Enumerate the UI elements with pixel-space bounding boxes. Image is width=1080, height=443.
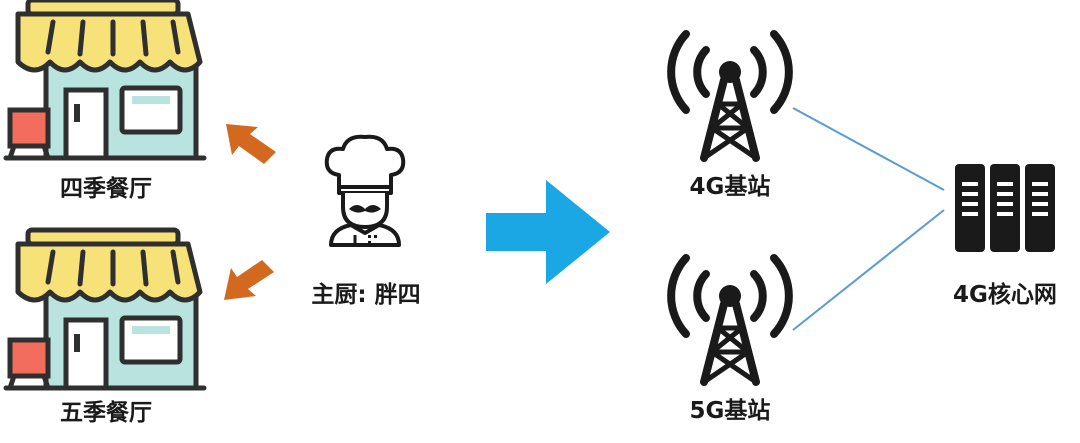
core-network-label: 4G核心网 <box>953 281 1057 308</box>
cell-tower-icon <box>671 34 789 158</box>
tower-label-4g: 4G基站 <box>690 174 771 200</box>
connector-4g-core <box>792 107 945 191</box>
shop-label-1: 四季餐厅 <box>60 176 152 202</box>
blue-arrow-right <box>486 180 610 284</box>
orange-arrow-up-left <box>226 124 276 164</box>
connector-5g-core <box>792 209 945 331</box>
restaurant-storefront-icon <box>6 230 204 388</box>
chef-label: 主厨: 胖四 <box>311 281 420 308</box>
cell-tower-icon <box>671 258 789 382</box>
chef-icon <box>324 134 406 247</box>
orange-arrow-down-left <box>224 260 274 300</box>
tower-label-5g: 5G基站 <box>690 398 771 424</box>
server-rack-icon <box>955 164 1055 252</box>
restaurant-storefront-icon <box>6 0 204 158</box>
shop-label-2: 五季餐厅 <box>60 400 152 426</box>
